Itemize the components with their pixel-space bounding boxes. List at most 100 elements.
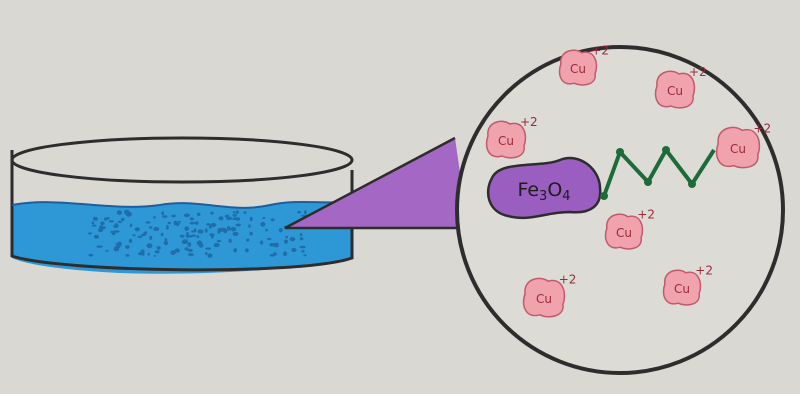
liquid-particle: [245, 248, 249, 252]
liquid-particle: [155, 250, 160, 253]
liquid-particle: [236, 224, 242, 227]
liquid-particle: [300, 237, 304, 240]
cu-ion-label: Cu: [616, 226, 632, 240]
liquid-particle: [125, 254, 129, 257]
liquid-particle: [99, 225, 103, 230]
liquid-particle: [206, 223, 210, 226]
liquid-particle: [211, 223, 217, 227]
liquid-particle: [92, 225, 97, 227]
liquid-particle: [107, 217, 110, 220]
liquid-particle: [233, 249, 236, 251]
liquid-particle: [210, 212, 214, 215]
liquid-particle: [124, 210, 130, 215]
liquid-particle: [191, 230, 195, 232]
liquid-particle: [197, 235, 200, 238]
liquid-particle: [94, 235, 99, 239]
liquid-particle: [218, 216, 223, 220]
fe3o4-nanoparticle: Fe3O4: [488, 158, 600, 218]
liquid-particle: [232, 214, 236, 217]
liquid-particle: [153, 227, 159, 231]
liquid-particle: [138, 236, 143, 238]
liquid-particle: [184, 214, 190, 218]
liquid-particle: [187, 249, 191, 251]
liquid-particle: [209, 233, 214, 236]
liquid-particle: [232, 218, 237, 221]
liquid-particle: [153, 216, 156, 219]
liquid-particle: [303, 254, 306, 256]
liquid-particle: [260, 222, 265, 227]
liquid-particle: [214, 243, 220, 247]
liquid-particle: [121, 218, 125, 221]
liquid-particle: [130, 224, 133, 228]
cu-ion-label: Cu: [674, 282, 690, 296]
liquid-particle: [149, 236, 152, 240]
liquid-particle: [161, 211, 164, 215]
liquid-particle: [88, 254, 93, 257]
liquid-particle: [248, 224, 251, 227]
liquid-particle: [166, 225, 169, 230]
liquid-particle: [299, 246, 305, 249]
liquid-particle: [265, 229, 268, 232]
cu-ion-charge: +2: [520, 115, 538, 129]
liquid-particle: [129, 239, 132, 243]
liquid-particle: [290, 237, 296, 241]
liquid-particle: [114, 223, 118, 228]
liquid-particle: [207, 253, 212, 257]
linker-node: [644, 178, 652, 186]
liquid-particle: [147, 243, 153, 248]
cu-ion-charge: +2: [559, 272, 577, 286]
liquid-particle: [217, 240, 221, 242]
liquid-particle: [297, 211, 301, 214]
linker-node: [616, 148, 624, 156]
liquid-particle: [226, 217, 232, 221]
liquid-particle: [114, 247, 120, 251]
liquid-particle: [148, 253, 150, 256]
liquid-particle: [285, 236, 288, 238]
liquid-particle: [300, 233, 303, 236]
linker-node: [662, 146, 670, 154]
liquid-particle: [246, 239, 249, 242]
liquid-particle: [100, 222, 104, 226]
liquid-particle: [106, 250, 109, 252]
liquid-particle: [233, 232, 239, 236]
liquid-particle: [195, 221, 199, 225]
liquid-particle: [205, 228, 208, 233]
cu-ion-label: Cu: [536, 292, 552, 306]
liquid-particle: [118, 221, 122, 223]
liquid-particle: [162, 215, 167, 218]
liquid-particle: [279, 228, 283, 232]
cu-ion-label: Cu: [667, 84, 683, 98]
liquid-particle: [180, 235, 185, 238]
liquid-particle: [271, 218, 275, 221]
liquid-particle: [143, 232, 146, 234]
liquid-particle: [145, 221, 150, 223]
liquid-particle: [188, 253, 194, 256]
liquid-particle: [88, 232, 92, 234]
liquid-particle: [249, 232, 252, 236]
liquid-particle: [182, 242, 187, 244]
liquid-particle: [117, 210, 122, 215]
liquid-particle: [154, 255, 156, 257]
liquid-particle: [187, 242, 191, 247]
liquid-particle: [304, 210, 307, 214]
liquid-particle: [205, 247, 211, 249]
liquid-particle: [198, 229, 204, 233]
liquid-particle: [260, 240, 263, 244]
liquid-particle: [205, 252, 208, 255]
cu-ion-charge: +2: [695, 264, 713, 278]
liquid-particle: [161, 233, 164, 237]
liquid-particle: [250, 217, 253, 221]
liquid-particle: [244, 211, 247, 214]
liquid-particle: [197, 213, 201, 216]
liquid-particle: [92, 221, 95, 224]
liquid-particle: [233, 211, 235, 214]
liquid-particle: [117, 242, 122, 247]
liquid-particle: [283, 251, 287, 256]
liquid-particle: [271, 243, 276, 247]
liquid-particle: [227, 228, 233, 230]
liquid-particle: [157, 246, 161, 250]
liquid-particle: [109, 220, 115, 222]
liquid-particle: [175, 223, 180, 225]
liquid-particle: [218, 229, 221, 234]
